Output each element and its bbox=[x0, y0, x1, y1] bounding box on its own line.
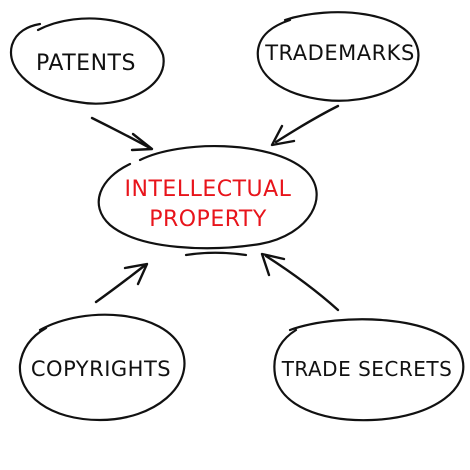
center-underline bbox=[184, 251, 248, 257]
patents-ellipse bbox=[9, 17, 165, 105]
arrow-patents-to-center bbox=[90, 116, 154, 152]
arrow-trademarks-head bbox=[270, 124, 296, 147]
arrow-patents-head bbox=[130, 132, 154, 152]
center-label-line1: INTELLECTUAL bbox=[125, 177, 292, 202]
node-patents: PATENTS bbox=[9, 17, 165, 105]
copyrights-label: COPYRIGHTS bbox=[31, 357, 171, 381]
trade-secrets-label: TRADE SECRETS bbox=[281, 357, 453, 381]
copyrights-ellipse bbox=[18, 313, 186, 422]
arrow-trade-secrets-shaft bbox=[264, 254, 340, 312]
arrow-copyrights-head bbox=[123, 262, 149, 286]
arrow-trademarks-shaft bbox=[274, 104, 340, 144]
node-center: INTELLECTUAL PROPERTY bbox=[97, 144, 318, 257]
arrow-patents-shaft bbox=[90, 116, 150, 149]
node-trademarks: TRADEMARKS bbox=[256, 11, 420, 102]
arrow-trademarks-to-center bbox=[270, 104, 340, 147]
center-label-line2: PROPERTY bbox=[149, 207, 267, 232]
trademarks-label: TRADEMARKS bbox=[264, 41, 415, 65]
arrow-trade-secrets-head bbox=[260, 252, 286, 277]
trademarks-ellipse bbox=[256, 11, 420, 102]
node-trade-secrets: TRADE SECRETS bbox=[273, 318, 465, 422]
arrow-copyrights-shaft bbox=[94, 264, 146, 304]
node-copyrights: COPYRIGHTS bbox=[18, 313, 186, 422]
arrow-trade-secrets-to-center bbox=[260, 252, 340, 312]
trade-secrets-ellipse bbox=[273, 318, 465, 422]
center-ellipse bbox=[97, 144, 318, 250]
arrow-copyrights-to-center bbox=[94, 262, 149, 304]
patents-label: PATENTS bbox=[36, 51, 136, 76]
